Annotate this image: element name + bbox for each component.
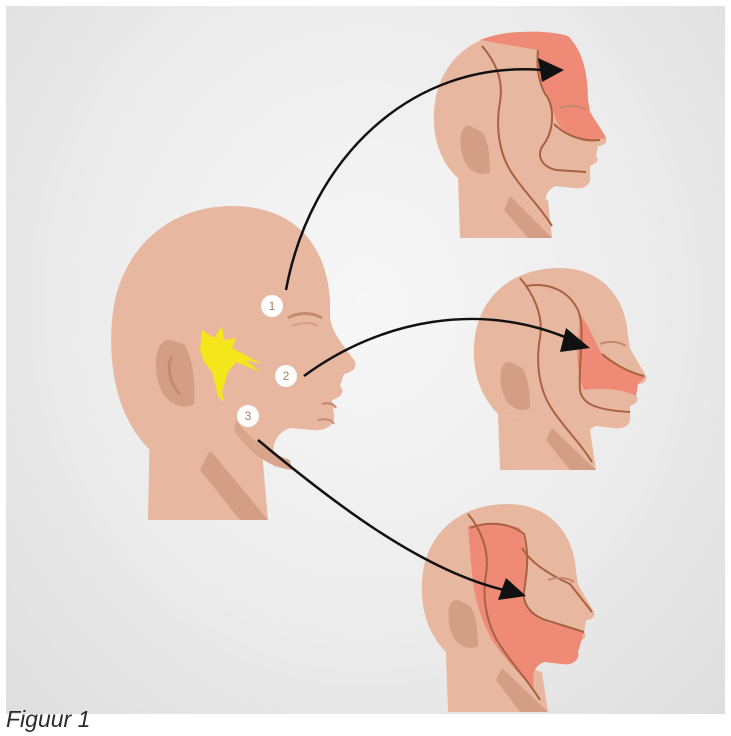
figure-caption: Figuur 1 xyxy=(6,704,90,734)
marker-1-label: 1 xyxy=(269,299,276,313)
marker-2: 2 xyxy=(275,365,297,387)
marker-3-label: 3 xyxy=(245,409,252,423)
ophthalmic-region-head-icon xyxy=(434,32,607,238)
marker-2-label: 2 xyxy=(283,369,290,383)
marker-3: 3 xyxy=(237,405,259,427)
marker-1: 1 xyxy=(261,295,283,317)
maxillary-region-head-icon xyxy=(474,268,647,470)
mandibular-region-head-icon xyxy=(422,504,595,712)
